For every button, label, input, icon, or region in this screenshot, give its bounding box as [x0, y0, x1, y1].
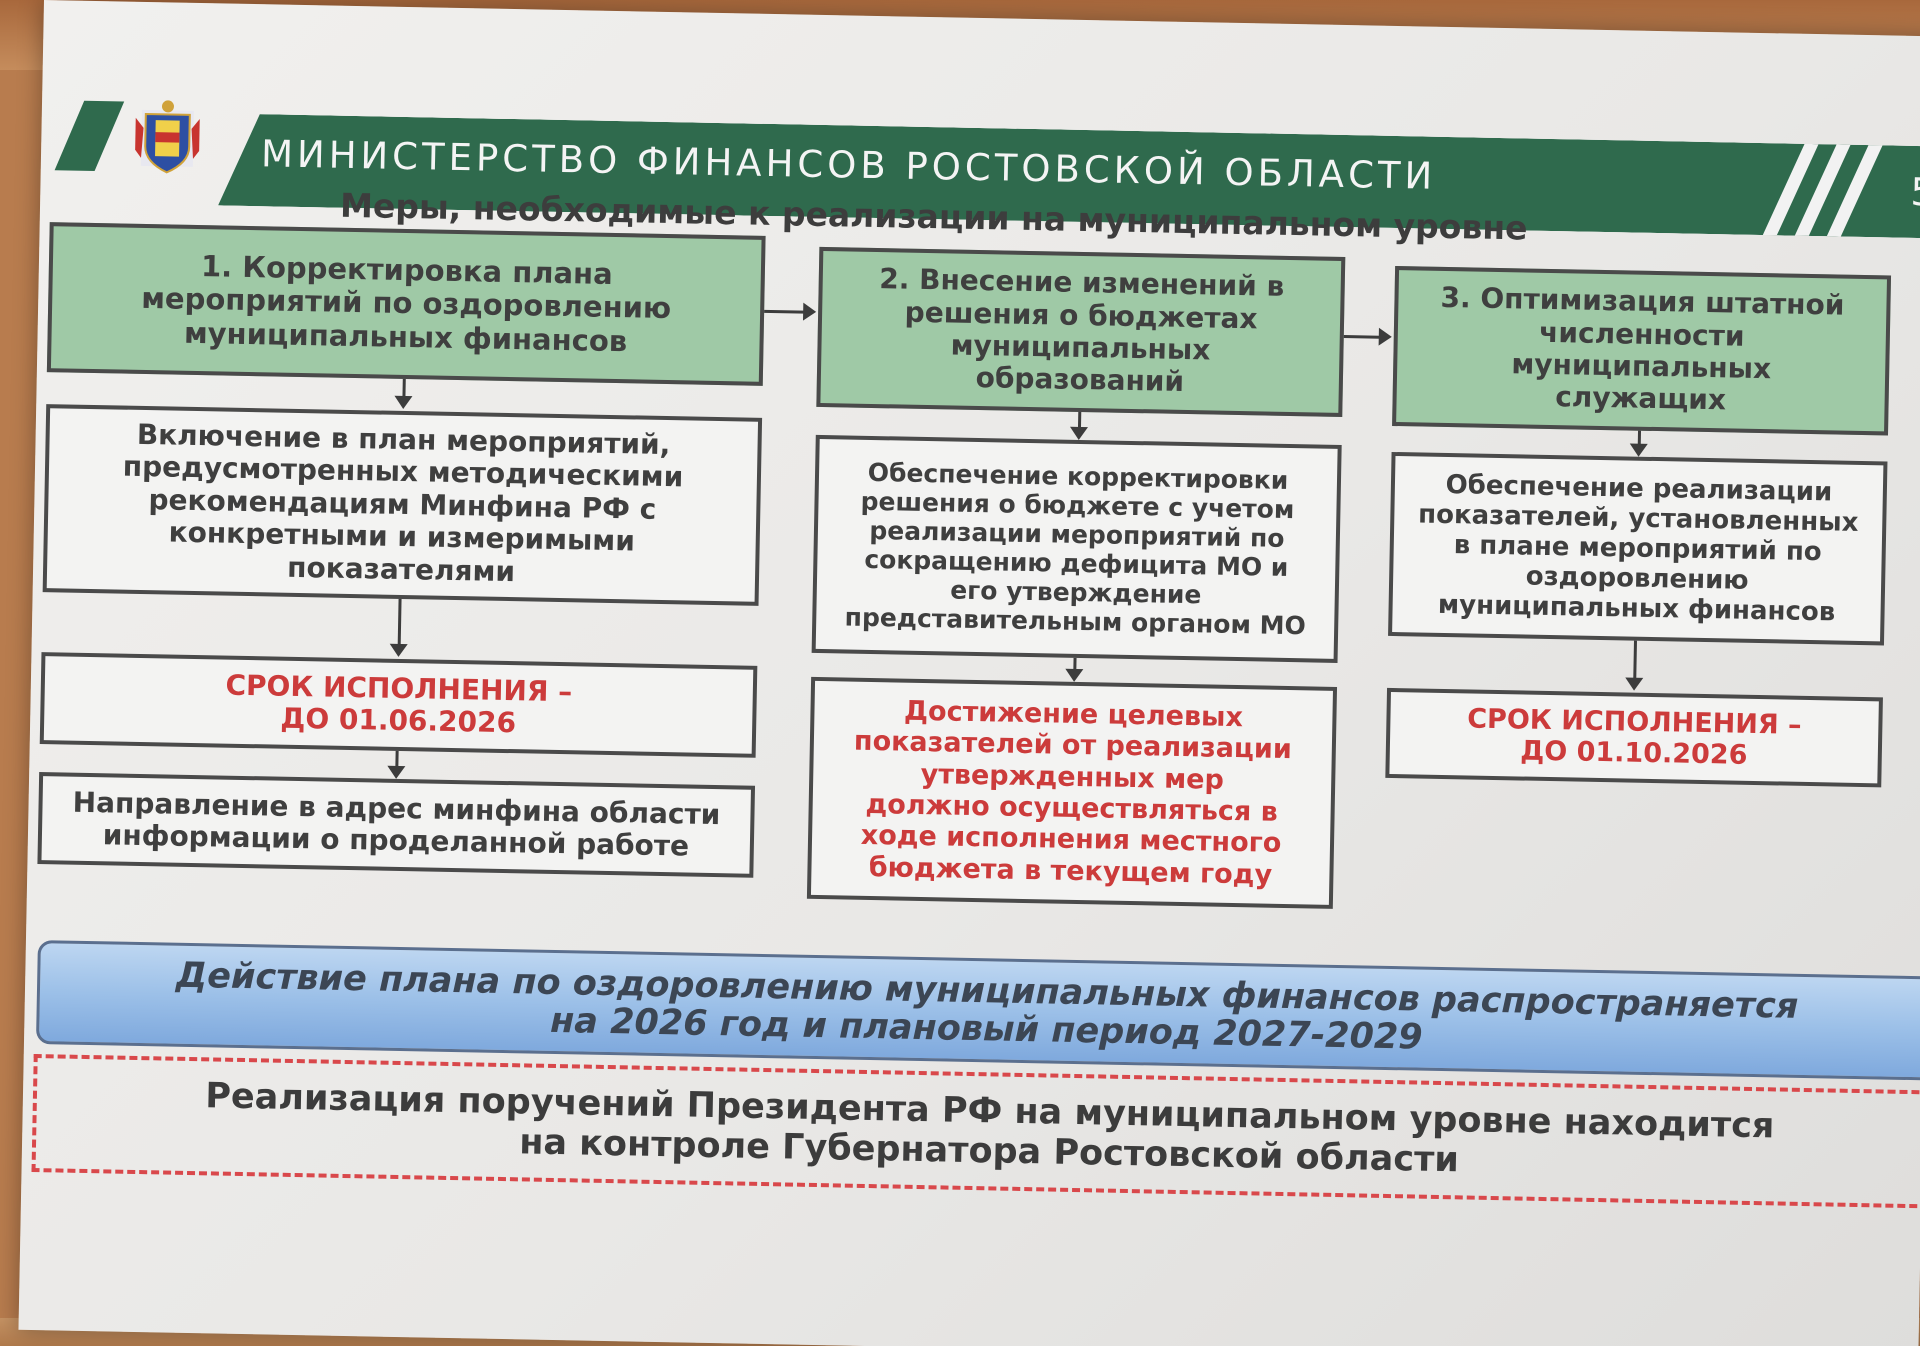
arrow-down: [402, 378, 406, 398]
step-1-description: Включение в план мероприятий, предусмотр…: [42, 404, 763, 606]
step-1-heading: 1. Корректировка плана мероприятий по оз…: [46, 222, 766, 386]
governor-control-note-text: Реализация поручений Президента РФ на му…: [204, 1076, 1775, 1181]
arrow-right: [764, 309, 805, 314]
plan-period-banner-text: Действие плана по оздоровлению муниципал…: [175, 955, 1799, 1058]
arrow-down: [1637, 430, 1642, 445]
header-band: МИНИСТЕРСТВО ФИНАНСОВ РОСТОВСКОЙ ОБЛАСТИ…: [218, 113, 1920, 239]
arrow-down: [395, 750, 399, 767]
step-2-heading-text: 2. Внесение изменений в решения о бюджет…: [878, 262, 1285, 399]
arrow-right: [1343, 335, 1380, 339]
step-1-deadline: СРОК ИСПОЛНЕНИЯ – ДО 01.06.2026: [39, 652, 758, 758]
step-1-description-text: Включение в план мероприятий, предусмотр…: [122, 417, 684, 588]
arrow-down: [1073, 657, 1077, 670]
step-1-followup: Направление в адрес минфина области инфо…: [37, 772, 756, 878]
step-3-description-text: Обеспечение реализации показателей, уста…: [1417, 469, 1859, 628]
rostov-oblast-coat-of-arms-icon: [135, 100, 200, 174]
page-number: 5: [1910, 169, 1920, 215]
step-3-deadline: СРОК ИСПОЛНЕНИЯ – ДО 01.10.2026: [1385, 687, 1883, 788]
header-accent: [54, 100, 125, 172]
arrow-down: [1633, 640, 1637, 679]
step-2-result: Достижение целевых показателей от реализ…: [806, 676, 1338, 909]
step-2-result-text: Достижение целевых показателей от реализ…: [853, 695, 1293, 891]
decorative-stripes: [1763, 143, 1895, 237]
step-3-heading-text: 3. Оптимизация штатной численности муниц…: [1440, 280, 1845, 417]
step-3-description: Обеспечение реализации показателей, уста…: [1388, 451, 1888, 646]
step-2-heading: 2. Внесение изменений в решения о бюджет…: [816, 246, 1346, 417]
step-1-deadline-text: СРОК ИСПОЛНЕНИЯ – ДО 01.06.2026: [225, 668, 573, 740]
step-2-description-text: Обеспечение корректировки решения о бюдж…: [844, 457, 1307, 641]
arrow-down: [1077, 411, 1082, 428]
step-1-heading-text: 1. Корректировка плана мероприятий по оз…: [140, 248, 672, 359]
step-3-heading: 3. Оптимизация штатной численности муниц…: [1392, 265, 1892, 436]
slide-paper: МИНИСТЕРСТВО ФИНАНСОВ РОСТОВСКОЙ ОБЛАСТИ…: [18, 0, 1920, 1346]
governor-control-note: Реализация поручений Президента РФ на му…: [31, 1053, 1920, 1209]
arrow-down: [397, 598, 402, 645]
step-2-description: Обеспечение корректировки решения о бюдж…: [811, 434, 1342, 663]
step-3-deadline-text: СРОК ИСПОЛНЕНИЯ – ДО 01.10.2026: [1466, 703, 1802, 771]
step-1-followup-text: Направление в адрес минфина области инфо…: [72, 785, 721, 863]
